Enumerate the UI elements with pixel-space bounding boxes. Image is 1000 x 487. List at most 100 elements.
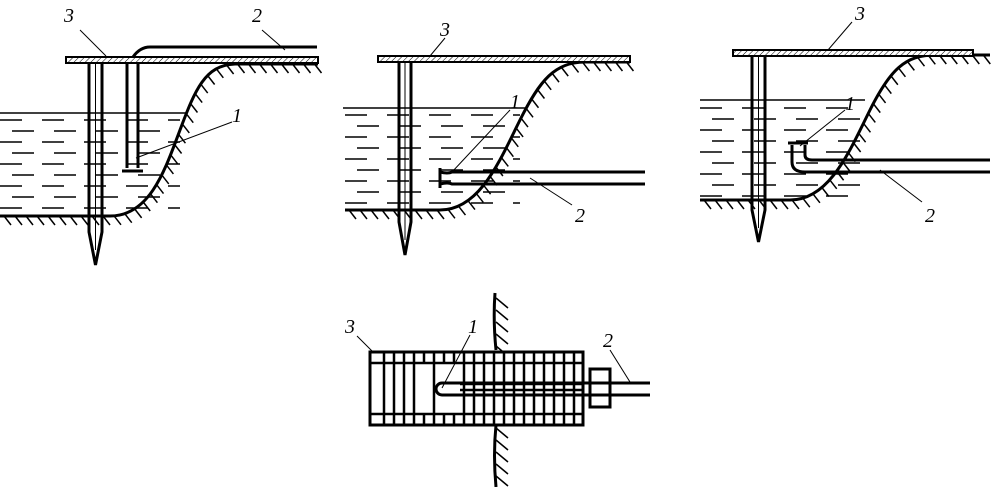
label-pipe: 2: [925, 205, 935, 227]
pile: [397, 62, 413, 256]
ground-hatch: [714, 199, 723, 210]
ground-hatch: [938, 54, 947, 65]
ground-hatch: [802, 197, 811, 208]
ground-hatch: [436, 209, 445, 220]
panel-4-plan: 3 1 2: [344, 292, 650, 487]
water-lines: [345, 114, 520, 204]
riverbank: [700, 53, 990, 202]
riverbank: [345, 60, 630, 212]
ground-hatch: [170, 154, 179, 165]
ground-hatch: [269, 63, 279, 74]
ground-hatch: [906, 60, 915, 71]
ground-hatch: [495, 166, 504, 177]
ground-hatch: [173, 144, 183, 154]
ground-hatch: [543, 80, 552, 91]
ground-hatch: [897, 67, 907, 78]
wall-hatching: [495, 297, 509, 487]
suction-pipe: [131, 45, 317, 58]
label-platform: 3: [344, 316, 355, 338]
ground-hatch: [971, 54, 980, 65]
pipe-clamp: [588, 367, 612, 409]
ground-hatch: [124, 213, 133, 224]
ground-hatch: [560, 66, 569, 77]
ground-hatch: [916, 56, 926, 67]
ground-hatch: [505, 147, 514, 158]
ground-hatch: [625, 61, 635, 72]
ground-hatch: [836, 170, 845, 181]
label-platform: 3: [63, 5, 74, 27]
panel-3: 1 2 3: [700, 3, 991, 243]
ground-hatch: [867, 112, 876, 123]
ground-hatch: [927, 54, 936, 65]
ground-hatch: [883, 84, 892, 95]
pipe: [434, 381, 650, 397]
ground-hatch: [155, 184, 165, 195]
ground-hatch: [236, 63, 246, 74]
ground-hatch: [149, 193, 158, 204]
ground-hatch: [769, 199, 778, 210]
ground-hatch: [890, 75, 899, 86]
ground-hatch: [872, 103, 881, 114]
ground-hatch: [69, 215, 78, 226]
ground-hatch: [291, 63, 301, 74]
elbow-intake-pipe: [788, 141, 990, 174]
label-pipe: 2: [252, 5, 262, 27]
ground-hatch: [392, 209, 401, 220]
ground-hatch: [3, 215, 12, 226]
ground-hatch: [725, 199, 734, 210]
ground-hatch: [414, 209, 423, 220]
ground-hatch: [161, 174, 170, 185]
ground-hatch: [821, 187, 830, 197]
ground-hatch: [165, 164, 174, 175]
ground-hatch: [348, 209, 357, 220]
panel-1: 1 2 3: [0, 5, 323, 266]
ground-hatch: [960, 54, 969, 65]
ground-hatch: [370, 209, 379, 220]
grating-platform: [368, 350, 585, 427]
ground-hatch: [536, 89, 546, 99]
ground-hatch: [457, 205, 467, 216]
ground-hatch: [551, 72, 560, 83]
ground-hatch: [359, 209, 368, 220]
ground-hatch: [215, 68, 224, 79]
ground-hatch: [736, 199, 745, 210]
ground-hatch: [581, 61, 591, 72]
ground-hatch: [853, 142, 862, 153]
intake-head: [122, 63, 143, 173]
ground-hatch: [482, 184, 492, 195]
water-lines: [700, 107, 860, 197]
ground-hatch: [25, 215, 34, 226]
panel-2: 1 2 3: [343, 19, 645, 256]
ground-hatch: [425, 209, 434, 220]
pile: [87, 63, 104, 266]
ground-hatch: [177, 133, 187, 144]
ground-hatch: [102, 215, 111, 226]
ground-hatch: [381, 209, 390, 220]
ground-hatch: [812, 193, 821, 204]
ground-hatch: [842, 161, 851, 172]
ground-hatch: [225, 64, 235, 75]
ground-hatch: [189, 103, 199, 113]
ground-hatch: [207, 75, 216, 85]
ground-hatch: [877, 93, 887, 104]
ground-hatch: [791, 199, 800, 210]
ground-hatch: [758, 199, 767, 210]
ground-hatch: [862, 122, 872, 133]
ground-hatch: [200, 83, 209, 94]
ground-hatch: [829, 179, 838, 190]
ground-hatch: [847, 152, 856, 163]
riverbank: [0, 62, 318, 218]
ground-hatch: [475, 192, 484, 203]
ground-hatch: [247, 63, 257, 74]
ground-hatch: [194, 93, 203, 104]
ground-hatch: [47, 215, 56, 226]
label-platform: 3: [439, 19, 450, 41]
ground-hatch: [747, 199, 756, 210]
ground-hatch: [91, 215, 100, 226]
ground-hatch: [525, 107, 534, 118]
ground-hatch: [614, 61, 624, 72]
ground-hatch: [982, 54, 991, 65]
label-intake: 1: [510, 91, 520, 113]
ground-hatch: [510, 137, 519, 148]
